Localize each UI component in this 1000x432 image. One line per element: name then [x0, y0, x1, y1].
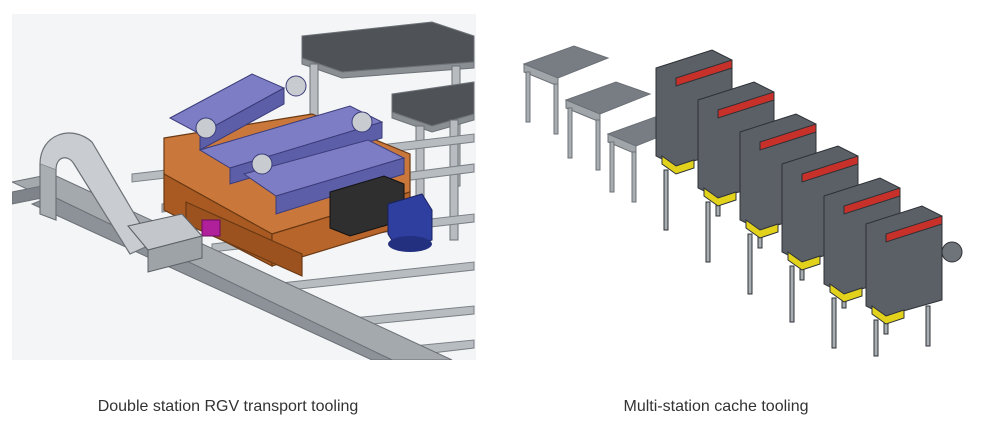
rgv-tooling-image [12, 14, 476, 360]
rgv-sensor-block [127, 213, 203, 273]
rgv-tooling-illustration [12, 14, 476, 360]
rgv-drive-motor [329, 175, 433, 252]
rgv-clamp [201, 219, 221, 237]
rgv-conveyor-stations [168, 73, 406, 215]
cache-station-6 [865, 205, 963, 357]
cache-tooling-illustration [516, 38, 986, 360]
cache-empty-stands [522, 45, 688, 203]
figure-caption-cache: Multi-station cache tooling [623, 398, 809, 415]
rgv-background-stands [301, 21, 475, 241]
figure-caption-rgv: Double station RGV transport tooling [97, 398, 359, 415]
cache-tooling-image [516, 38, 986, 360]
